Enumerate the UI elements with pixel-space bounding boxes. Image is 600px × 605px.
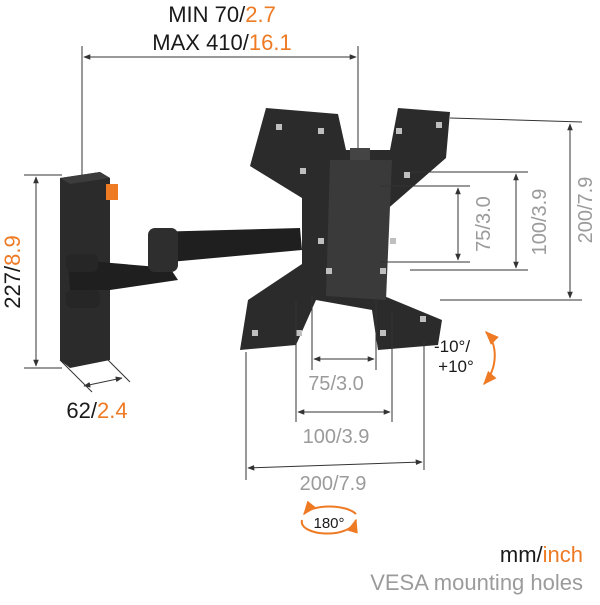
top-dimension-lines xyxy=(81,46,359,185)
tilt-arrow-icon xyxy=(483,331,499,386)
top-max-dimension: MAX 410/16.1 xyxy=(152,30,291,55)
wall-plate-orange-clip xyxy=(106,184,118,200)
swing-arm xyxy=(66,228,302,308)
vesa-horizontal-lines xyxy=(245,296,425,480)
swivel-label: 180° xyxy=(313,515,344,532)
wall-height-label: 227/8.9 xyxy=(0,235,25,308)
vesa-vertical-lines xyxy=(380,117,583,301)
swivel-arrow-icon xyxy=(300,518,358,535)
vesa-caption: VESA mounting holes xyxy=(370,570,583,595)
vesa-plate xyxy=(240,108,450,350)
swivel-arrow-top xyxy=(303,500,357,516)
tilt-minus-label: -10°/ xyxy=(434,337,470,356)
vesa-vertical-75: 75/3.0 xyxy=(473,196,495,252)
wall-height-lines xyxy=(24,174,62,369)
vesa-horizontal-200: 200/7.9 xyxy=(300,473,367,495)
vesa-horizontal-75: 75/3.0 xyxy=(308,373,364,395)
top-min-dimension: MIN 70/2.7 xyxy=(168,2,276,27)
wall-depth-lines xyxy=(59,359,131,393)
vesa-vertical-100: 100/3.9 xyxy=(529,189,551,256)
vesa-vertical-200: 200/7.9 xyxy=(575,177,597,244)
tilt-plus-label: +10° xyxy=(438,357,474,376)
wall-depth-label: 62/2.4 xyxy=(66,398,127,423)
vesa-horizontal-100: 100/3.9 xyxy=(303,426,370,448)
unit-legend: mm/inch xyxy=(500,542,583,567)
